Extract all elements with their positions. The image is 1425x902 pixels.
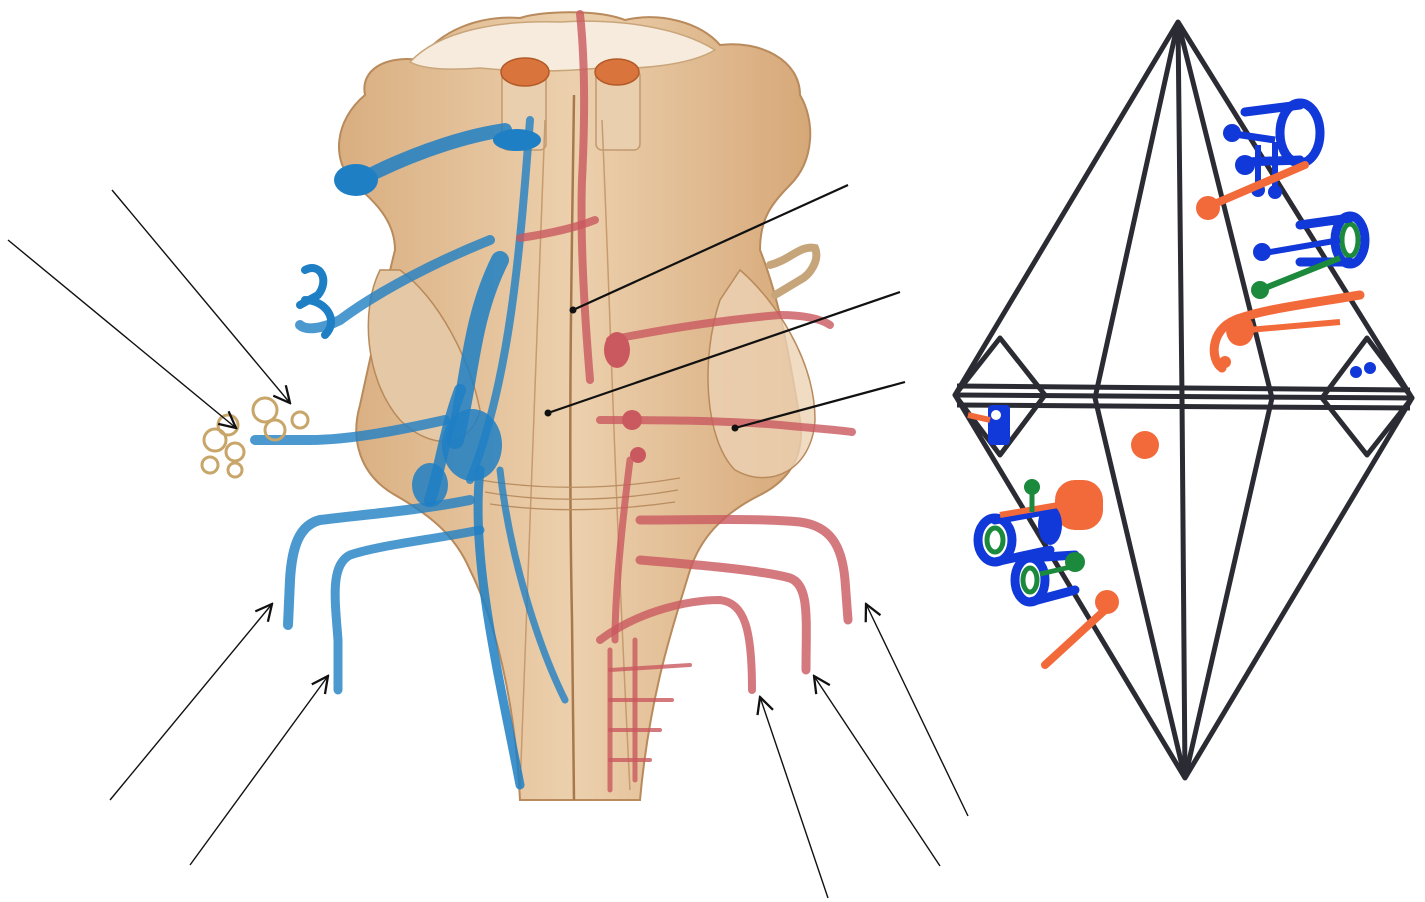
red-nucleus-small-2 <box>630 447 646 463</box>
midbrain-motor-nucleus-blue <box>493 129 541 151</box>
brainstem-illustration <box>160 8 865 803</box>
red-nucleus-pons <box>604 332 630 368</box>
pointer-dot-1 <box>570 307 577 314</box>
arrow-lower-right-3 <box>866 604 968 816</box>
oculomotor-nucleus-blue <box>334 164 378 196</box>
rhombus-outline <box>955 22 1412 778</box>
left-red-nucleus <box>501 58 549 86</box>
pontine-nucleus-blue <box>442 409 502 481</box>
pointer-dot-3 <box>732 425 739 432</box>
right-red-nucleus <box>595 59 639 85</box>
pointer-dot-2 <box>545 410 552 417</box>
schematic-diagram <box>955 22 1412 778</box>
facial-nucleus-blue <box>412 463 448 507</box>
center-orange-dot <box>1131 431 1159 459</box>
upper-nuclei-symbols <box>1196 103 1376 378</box>
red-nucleus-small-1 <box>622 410 642 430</box>
